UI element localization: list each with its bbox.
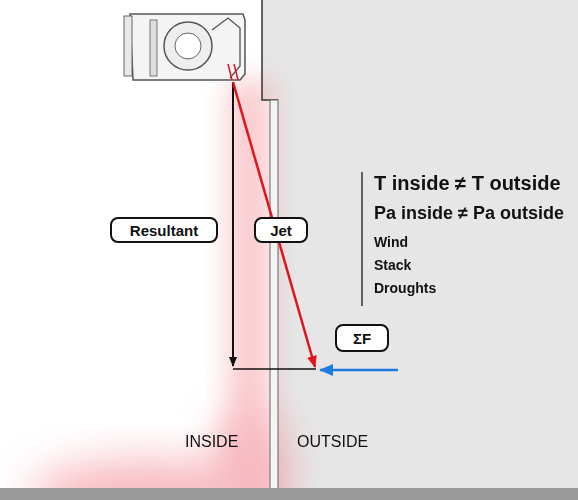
text-label: Droughts bbox=[374, 280, 436, 296]
warm-air-glow bbox=[30, 80, 285, 500]
text-label: Wind bbox=[374, 234, 408, 250]
label-box: Resultant bbox=[110, 217, 218, 243]
box-label: ΣF bbox=[353, 330, 371, 347]
label-box: Jet bbox=[254, 217, 308, 243]
text-label: T inside ≠ T outside bbox=[374, 172, 561, 195]
air-curtain-unit bbox=[124, 14, 245, 80]
label-box: ΣF bbox=[335, 324, 389, 352]
text-label: Pa inside ≠ Pa outside bbox=[374, 203, 564, 224]
text-label: INSIDE bbox=[185, 433, 238, 451]
text-label: OUTSIDE bbox=[297, 433, 368, 451]
text-label: Stack bbox=[374, 257, 411, 273]
box-label: Jet bbox=[270, 222, 292, 239]
box-label: Resultant bbox=[130, 222, 198, 239]
